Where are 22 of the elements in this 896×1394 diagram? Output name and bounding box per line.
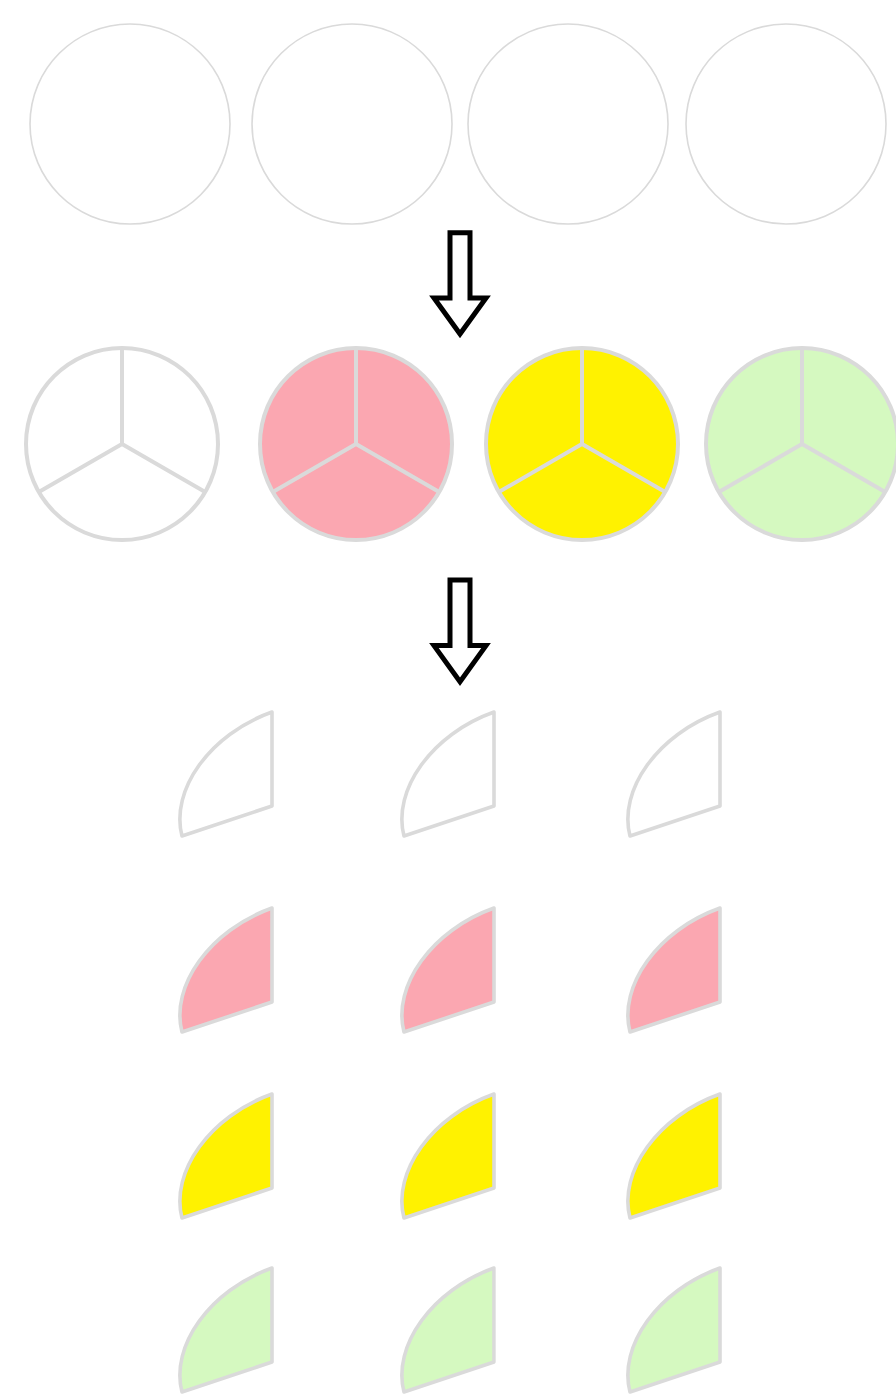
wedge bbox=[626, 710, 722, 838]
wedge bbox=[626, 906, 722, 1034]
circle bbox=[251, 23, 453, 225]
divided-circle bbox=[24, 346, 220, 542]
wedge bbox=[178, 710, 274, 838]
wedge bbox=[178, 906, 274, 1034]
wedge bbox=[178, 1266, 274, 1394]
wedge bbox=[178, 1092, 274, 1220]
wedge bbox=[400, 906, 496, 1034]
divided-circle bbox=[484, 346, 680, 542]
wedge bbox=[626, 1266, 722, 1394]
block-arrow bbox=[429, 230, 491, 339]
circle bbox=[29, 23, 231, 225]
wedge bbox=[400, 1092, 496, 1220]
wedge bbox=[626, 1092, 722, 1220]
divided-circle bbox=[704, 346, 896, 542]
divided-circle bbox=[258, 346, 454, 542]
circle bbox=[685, 23, 887, 225]
circle bbox=[467, 23, 669, 225]
wedge bbox=[400, 1266, 496, 1394]
wedge bbox=[400, 710, 496, 838]
block-arrow bbox=[429, 577, 491, 686]
